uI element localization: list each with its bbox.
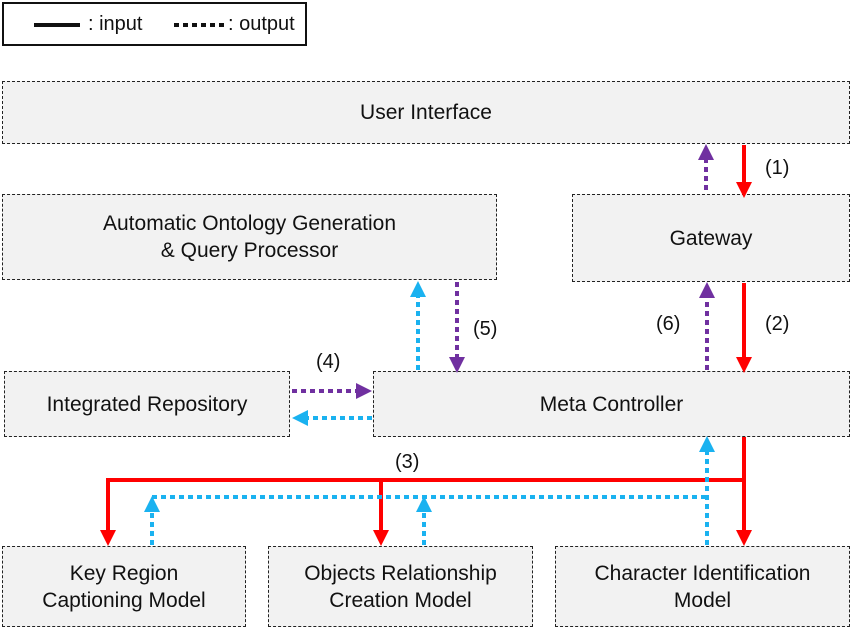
ontology-label: Automatic Ontology Generation & Query Pr… — [103, 212, 396, 262]
key-region-label: Key Region Captioning Model — [42, 561, 206, 612]
character-id-box: Character Identification Model — [555, 546, 850, 627]
repository-box: Integrated Repository — [4, 371, 290, 437]
step-label-2: (2) — [765, 313, 790, 335]
objects-relationship-box: Objects Relationship Creation Model — [268, 546, 533, 627]
objects-relationship-label: Objects Relationship Creation Model — [304, 561, 497, 612]
repository-label: Integrated Repository — [46, 392, 248, 416]
legend-input-label: : input — [88, 13, 143, 35]
ontology-box: Automatic Ontology Generation & Query Pr… — [2, 194, 497, 280]
step-label-6: (6) — [656, 313, 681, 335]
user-interface-box: User Interface — [2, 81, 850, 144]
user-interface-label: User Interface — [360, 101, 492, 124]
gateway-box: Gateway — [572, 194, 850, 282]
step-label-5: (5) — [473, 318, 498, 340]
step-label-4: (4) — [316, 351, 341, 373]
legend-swatches — [34, 23, 226, 27]
edge-meta-to-models-trunk — [100, 437, 746, 546]
legend: : input : output — [2, 2, 307, 46]
meta-controller-label: Meta Controller — [539, 392, 684, 416]
legend-output-label: : output — [228, 13, 295, 35]
gateway-label: Gateway — [669, 226, 753, 250]
step-label-1: (1) — [765, 157, 790, 179]
character-id-label: Character Identification Model — [594, 561, 811, 612]
key-region-box: Key Region Captioning Model — [2, 546, 246, 627]
meta-controller-box: Meta Controller — [373, 371, 850, 437]
step-label-3: (3) — [395, 451, 420, 473]
